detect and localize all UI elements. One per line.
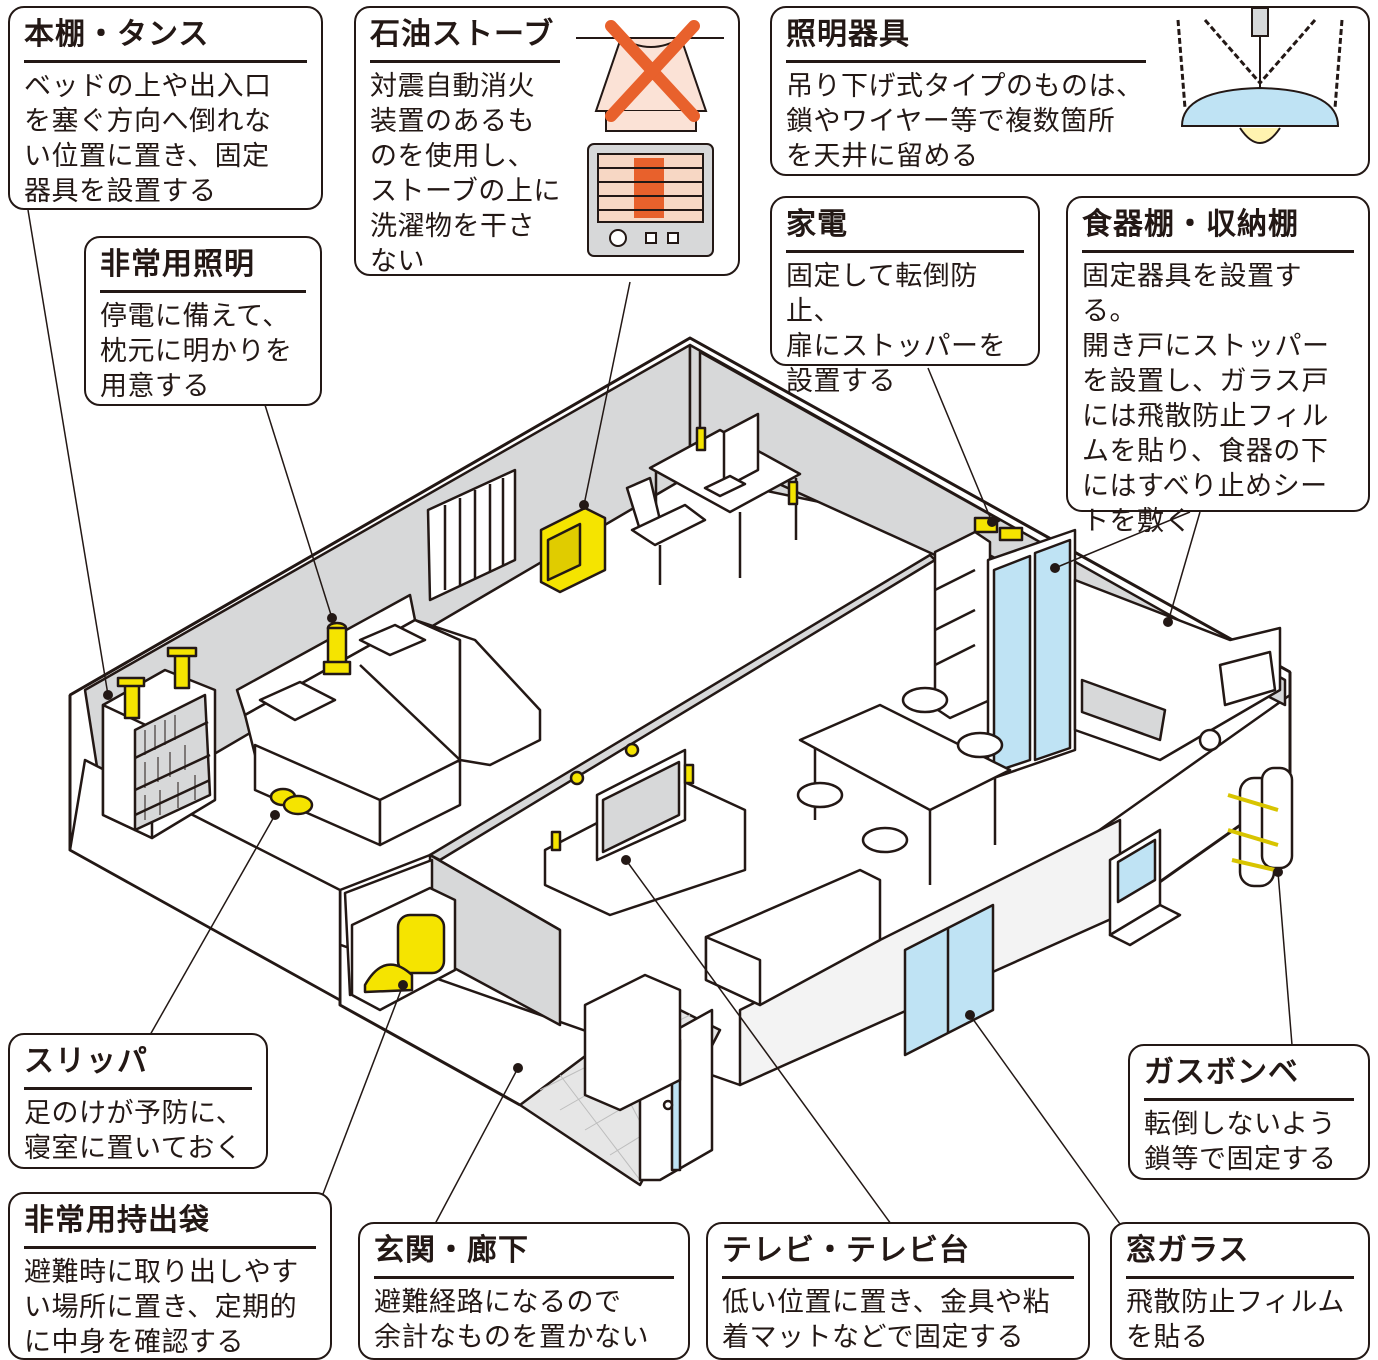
callout-bookshelf: 本棚・タンス ベッドの上や出入口 を塞ぐ方向へ倒れな い位置に置き、固定 器具を…: [8, 6, 323, 210]
desk: [625, 412, 802, 585]
lantern: [322, 621, 352, 676]
callout-appliances: 家電 固定して転倒防止、 扉にストッパーを 設置する: [770, 196, 1040, 397]
beds: [235, 593, 542, 847]
pendant-lamp-icon: [1176, 8, 1344, 144]
cupboard: [986, 528, 1077, 782]
shoe-cabinet: [583, 973, 682, 1112]
refrigerator: [933, 530, 992, 720]
callout-body: 低い位置に置き、金具や粘 着マットなどで固定する: [722, 1286, 1051, 1353]
dining-set: [796, 686, 1012, 885]
callout-body: 転倒しないよう 鎖等で固定する: [1144, 1108, 1337, 1175]
callout-stove: 石油ストーブ 対震自動消火 装置のあるも のを使用し、 ストーブの上に 洗濯物を…: [354, 6, 740, 277]
callout-title: スリッパ: [24, 1043, 252, 1090]
curtain: [426, 468, 517, 602]
callout-body: 飛散防止フィルム を貼る: [1126, 1286, 1345, 1353]
callout-entrance: 玄関・廊下 避難経路になるので 余計なものを置かない: [358, 1222, 690, 1360]
callout-gas-cylinder: ガスボンベ 転倒しないよう 鎖等で固定する: [1128, 1044, 1370, 1180]
kerosene-stove: [539, 506, 607, 594]
callout-body: 固定器具を設置する。 開き戸にストッパー を設置し、ガラス戸 には飛散防止フィル…: [1082, 260, 1330, 538]
gas-cylinders: [1227, 766, 1294, 888]
callout-body: 対震自動消火 装置のあるも のを使用し、 ストーブの上に 洗濯物を干さ ない: [370, 70, 561, 277]
sofa: [704, 868, 882, 1007]
callout-emergency-bag: 非常用持出袋 避難時に取り出しやす い場所に置き、定期的 に中身を確認する: [8, 1192, 332, 1360]
kitchen-counter: [1073, 578, 1282, 762]
callout-title: 非常用持出袋: [24, 1202, 316, 1249]
callout-title: 玄関・廊下: [374, 1232, 674, 1279]
callout-body: 足のけが予防に、 寝室に置いておく: [24, 1097, 244, 1164]
tv-stand: [543, 748, 747, 917]
callout-title: 石油ストーブ: [370, 16, 560, 63]
callout-title: 食器棚・収納棚: [1082, 206, 1354, 253]
callout-lighting: 照明器具 吊り下げ式タイプのものは、 鎖やワイヤー等で複数箇所 を天井に留める: [770, 6, 1370, 176]
callout-body: 吊り下げ式タイプのものは、 鎖やワイヤー等で複数箇所 を天井に留める: [786, 70, 1144, 172]
emergency-bag: [350, 886, 457, 1012]
callout-title: 窓ガラス: [1126, 1232, 1354, 1279]
callout-body: 避難経路になるので 余計なものを置かない: [374, 1286, 649, 1353]
callout-title: 照明器具: [786, 16, 1146, 63]
callout-body: ベッドの上や出入口 を塞ぐ方向へ倒れな い位置に置き、固定 器具を設置する: [24, 70, 272, 207]
callout-body: 避難時に取り出しやす い場所に置き、定期的 に中身を確認する: [24, 1256, 299, 1358]
callout-title: ガスボンベ: [1144, 1054, 1354, 1101]
callout-title: 本棚・タンス: [24, 16, 307, 63]
callout-title: 家電: [786, 206, 1024, 253]
stove-warning-icon: [576, 20, 724, 257]
callout-body: 固定して転倒防止、 扉にストッパーを 設置する: [786, 260, 1006, 397]
callout-slippers: スリッパ 足のけが予防に、 寝室に置いておく: [8, 1033, 268, 1169]
callout-cupboard: 食器棚・収納棚 固定器具を設置する。 開き戸にストッパー を設置し、ガラス戸 に…: [1066, 196, 1370, 537]
callout-title: テレビ・テレビ台: [722, 1232, 1074, 1279]
callout-body: 停電に備えて、 枕元に明かりを 用意する: [100, 300, 293, 402]
slippers: [269, 787, 314, 816]
callout-tv: テレビ・テレビ台 低い位置に置き、金具や粘 着マットなどで固定する: [706, 1222, 1090, 1360]
callout-window: 窓ガラス 飛散防止フィルム を貼る: [1110, 1222, 1370, 1360]
bookshelf: [101, 668, 217, 840]
callout-title: 非常用照明: [100, 246, 306, 293]
callout-emergency-light: 非常用照明 停電に備えて、 枕元に明かりを 用意する: [84, 236, 322, 406]
